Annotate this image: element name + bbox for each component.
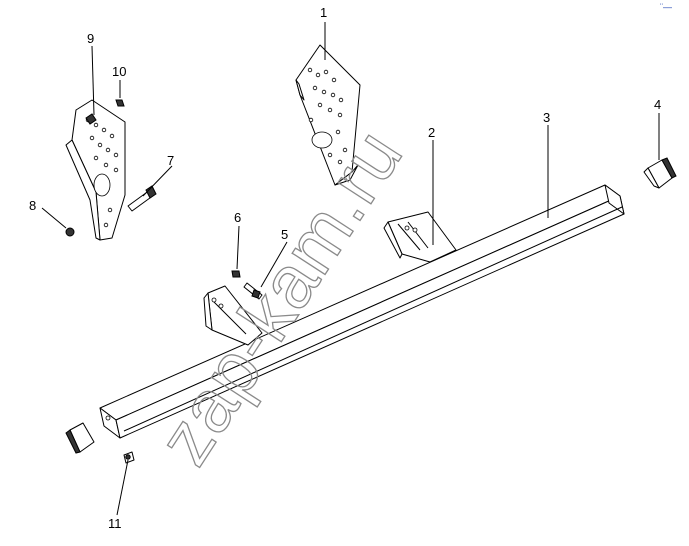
callout-11: 11: [108, 516, 122, 531]
callout-5: 5: [281, 227, 288, 242]
callout-labels: 1 2 3 4 5 6 7 8 9 10 11: [29, 5, 661, 531]
part-7-bolt: [127, 185, 157, 212]
part-1-plate: [295, 44, 361, 186]
part-9-plate: [65, 99, 126, 241]
part-10-nut: [115, 99, 125, 107]
callout-10: 10: [112, 64, 126, 79]
part-11-fastener: [123, 451, 135, 464]
callout-8: 8: [29, 198, 36, 213]
callout-9: 9: [87, 31, 94, 46]
left-end-cap: [65, 422, 95, 454]
callout-7: 7: [167, 153, 174, 168]
callout-2: 2: [428, 125, 435, 140]
corner-mark: ¨—: [660, 2, 672, 12]
callout-3: 3: [543, 110, 550, 125]
callout-6: 6: [234, 210, 241, 225]
left-bracket: [203, 285, 263, 346]
part-5-bolt: [243, 282, 263, 300]
part-1-holes: [307, 67, 348, 165]
callout-4: 4: [654, 97, 661, 112]
leader-lines: [41, 22, 660, 516]
part-6-nut: [231, 270, 241, 278]
part-4-end-cap: [643, 157, 677, 189]
part-2-bracket: [383, 211, 457, 263]
callout-1: 1: [320, 5, 327, 20]
part-8-nut: [65, 227, 75, 237]
